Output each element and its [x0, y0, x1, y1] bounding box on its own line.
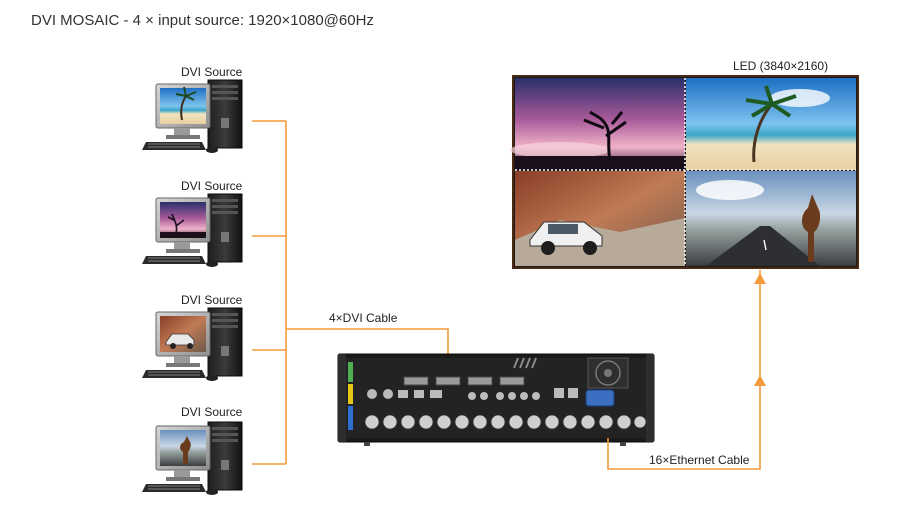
- led-tile-car: [515, 171, 685, 266]
- led-label: LED (3840×2160): [733, 59, 829, 73]
- ethernet-cable-label: 16×Ethernet Cable: [649, 453, 750, 467]
- screen-sunset-thumbnail: [160, 202, 206, 238]
- screen-beach-thumbnail: [160, 86, 206, 124]
- ethernet-arrow-upper: [754, 273, 766, 284]
- screen-car-thumbnail: [160, 316, 206, 352]
- dvi-source-3: [141, 307, 243, 382]
- led-tile-sunset-tree: [510, 78, 685, 170]
- led-wall: [510, 75, 859, 269]
- video-processor-device: [337, 353, 655, 446]
- screen-horse-thumbnail: [160, 430, 206, 466]
- dvi-source-1: [141, 79, 243, 154]
- dvi-source-label-4: DVI Source: [181, 405, 243, 419]
- dvi-cable-label: 4×DVI Cable: [329, 311, 398, 325]
- dvi-source-label-3: DVI Source: [181, 293, 243, 307]
- dvi-source-label-2: DVI Source: [181, 179, 243, 193]
- dvi-source-label-1: DVI Source: [181, 65, 243, 79]
- led-tile-beach-palm: [686, 78, 856, 170]
- ethernet-arrow-lower: [754, 375, 766, 386]
- dvi-input-ports: [403, 376, 525, 386]
- led-tile-horse-road: [686, 171, 856, 266]
- ethernet-output-ports: [364, 414, 647, 430]
- diagram-title: DVI MOSAIC - 4 × input source: 1920×1080…: [31, 12, 374, 29]
- cooling-fan: [587, 357, 629, 389]
- dvi-source-2: [141, 193, 243, 268]
- dvi-source-4: [141, 421, 243, 496]
- ethernet-cable: [607, 270, 761, 470]
